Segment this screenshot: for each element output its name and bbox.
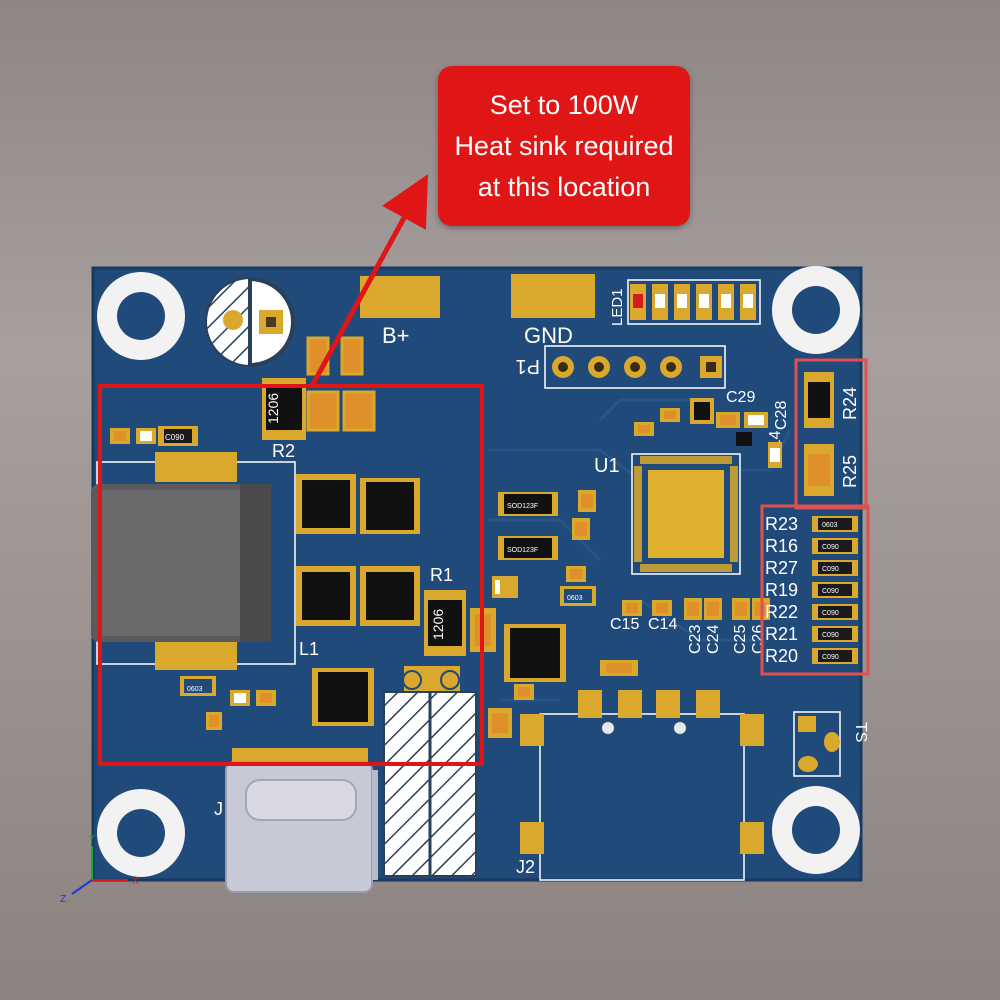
axis-indicator: X Y Z [60, 834, 139, 905]
ts-connector [793, 711, 841, 777]
left-small-components: C090 [110, 426, 198, 446]
resistor-label-r22: R22 [765, 602, 798, 622]
axis-x-label: X [132, 876, 139, 887]
ts-label: TS [852, 722, 869, 742]
r24-resistor [804, 372, 834, 428]
heatsink-highlight-box [98, 384, 484, 766]
r25-resistor [804, 444, 834, 496]
led1-label: LED1 [609, 288, 626, 326]
r1-size-label: 1206 [430, 609, 446, 640]
c29-label: C29 [726, 389, 755, 406]
c24-label: C24 [705, 625, 722, 654]
axis-z-label: Z [60, 894, 66, 905]
resistor-label-r23: R23 [765, 514, 798, 534]
p1-label: P1 [516, 355, 540, 377]
c14-label: C14 [648, 616, 677, 633]
pkg-label-left: C090 [165, 433, 185, 442]
gnd-pad [511, 274, 595, 318]
mounting-hole-top-left [97, 272, 185, 360]
r24-label: R24 [840, 387, 860, 420]
c23-label: C23 [687, 625, 704, 654]
resistor-label-r21: R21 [765, 624, 798, 644]
c15-label: C15 [610, 616, 639, 633]
p1-header [544, 345, 726, 389]
b-plus-pad [360, 276, 440, 318]
u1-mcu [631, 453, 741, 575]
resistor-pkg-label-r22: C090 [822, 610, 839, 617]
mounting-hole-bottom-left [97, 789, 185, 877]
u1-label: U1 [594, 455, 620, 477]
r2-label: R2 [272, 441, 295, 461]
resistor-body-r23 [818, 518, 852, 530]
j2-label: J2 [516, 857, 535, 877]
annotation-line-3: at this location [477, 171, 651, 202]
resistor-pkg-label-r20: C090 [822, 654, 839, 661]
resistor-label-r16: R16 [765, 536, 798, 556]
resistor-body-r20 [818, 650, 852, 662]
r1-label: R1 [430, 565, 453, 585]
resistor-body-r16 [818, 540, 852, 552]
mounting-hole-bottom-right [772, 786, 860, 874]
resistor-body-r22 [818, 606, 852, 618]
resistor-pkg-label-r21: C090 [822, 632, 839, 639]
resistor-label-r27: R27 [765, 558, 798, 578]
u1-support-components [634, 398, 782, 468]
c28-label: C28 [773, 401, 790, 430]
resistor-column-highlight-box [760, 504, 870, 676]
l1-label: L1 [299, 639, 319, 659]
r25-label: R25 [840, 455, 860, 488]
pkg-label-mid: 0603 [567, 595, 583, 602]
annotation-callout: Set to 100W Heat sink required at this l… [438, 66, 690, 226]
capacitor-footprint [205, 277, 295, 367]
mounting-hole-top-right [772, 266, 860, 354]
resistor-body-r19 [818, 584, 852, 596]
annotation-arrow [309, 174, 429, 388]
axis-y-label: Y [88, 834, 95, 845]
diode-pkg-label-2: SOD123F [507, 547, 538, 554]
b-plus-label: B+ [382, 323, 410, 348]
diode-pkg-label-1: SOD123F [507, 503, 538, 510]
lower-mid-capacitors: 0603 [560, 490, 770, 620]
usb-c-connector [225, 748, 378, 893]
resistor-pkg-label-r19: C090 [822, 588, 839, 595]
resistor-body-r21 [818, 628, 852, 640]
diodes: SOD123F SOD123F [498, 492, 558, 560]
resistor-body-r27 [818, 562, 852, 574]
gnd-label: GND [524, 323, 573, 348]
r1-resistor: 1206 [424, 590, 466, 656]
lower-left-components: 0603 [180, 576, 638, 738]
c25-label: C25 [732, 625, 749, 654]
resistor-pkg-label-r27: C090 [822, 566, 839, 573]
annotation-line-2: Heat sink required [454, 130, 674, 161]
resistor-pkg-label-r16: C090 [822, 544, 839, 551]
resistor-label-r19: R19 [765, 580, 798, 600]
pkg-label-low: 0603 [187, 686, 203, 693]
resistor-label-r20: R20 [765, 646, 798, 666]
r2-resistor: 1206 [262, 378, 306, 440]
led-array [627, 279, 761, 325]
power-capacitors [306, 336, 376, 432]
screw-terminal [383, 666, 477, 877]
annotation-line-1: Set to 100W [489, 89, 639, 120]
l1-inductor [91, 452, 296, 670]
r24-r25-highlight-box [794, 358, 868, 510]
j1-label: J [214, 799, 223, 819]
mosfet-group [296, 474, 566, 726]
r2-size-label: 1206 [265, 393, 281, 424]
resistor-pkg-label-r23: 0603 [822, 522, 838, 529]
j2-connector [520, 690, 764, 881]
